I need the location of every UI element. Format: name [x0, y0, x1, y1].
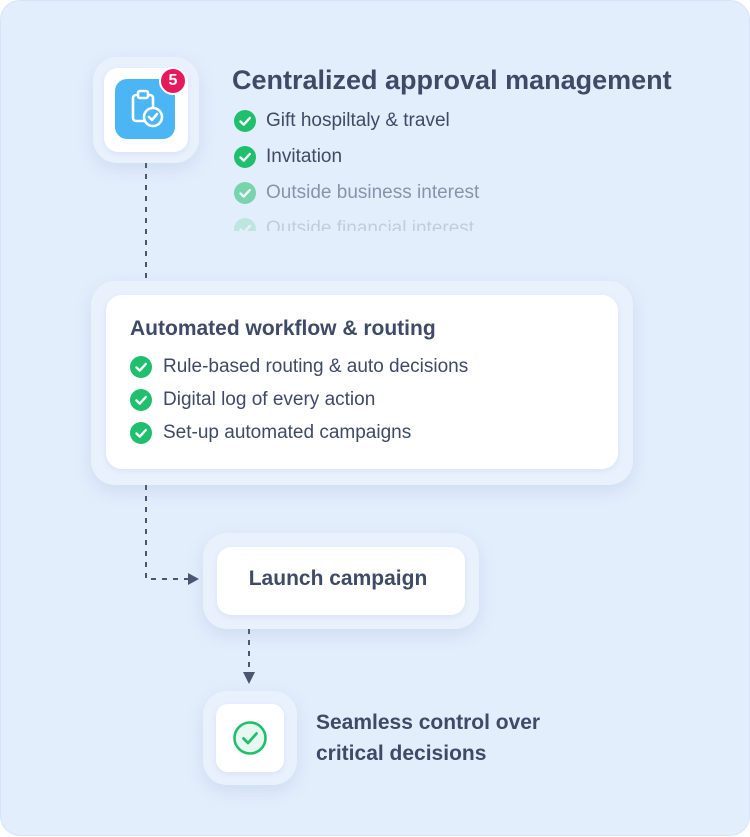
approval-item-business-interest: Outside business interest — [266, 182, 480, 203]
arrowhead-down-icon — [243, 672, 255, 684]
check-icon — [234, 146, 256, 168]
check-circle-icon — [232, 720, 268, 756]
check-icon — [234, 182, 256, 204]
check-icon — [130, 356, 152, 378]
workflow-title: Automated workflow & routing — [130, 317, 436, 340]
result-line-2: critical decisions — [316, 742, 487, 765]
launch-campaign-button[interactable] — [217, 547, 465, 615]
approval-item-financial-interest: Outside financial interest — [266, 218, 475, 231]
notification-badge: 5 — [159, 67, 187, 95]
launch-campaign-label: Launch campaign — [248, 567, 428, 590]
check-icon — [234, 218, 256, 231]
workflow-item-log: Digital log of every action — [163, 389, 376, 410]
workflow-item-routing: Rule-based routing & auto decisions — [163, 356, 469, 377]
workflow-item-campaigns: Set-up automated campaigns — [163, 422, 412, 443]
check-icon — [130, 422, 152, 444]
approval-title: Centralized approval management — [232, 65, 672, 95]
fading-item-clip: Outside financial interest — [226, 213, 526, 231]
workflow-card — [106, 295, 618, 469]
approval-item-invitation: Invitation — [266, 146, 343, 167]
check-icon — [130, 389, 152, 411]
arrowhead-right-icon — [188, 573, 199, 585]
approval-item-gift: Gift hospiltaly & travel — [266, 110, 450, 131]
result-line-1: Seamless control over — [316, 711, 541, 734]
connector-workflow-to-launch — [145, 485, 189, 580]
check-icon — [234, 110, 256, 132]
